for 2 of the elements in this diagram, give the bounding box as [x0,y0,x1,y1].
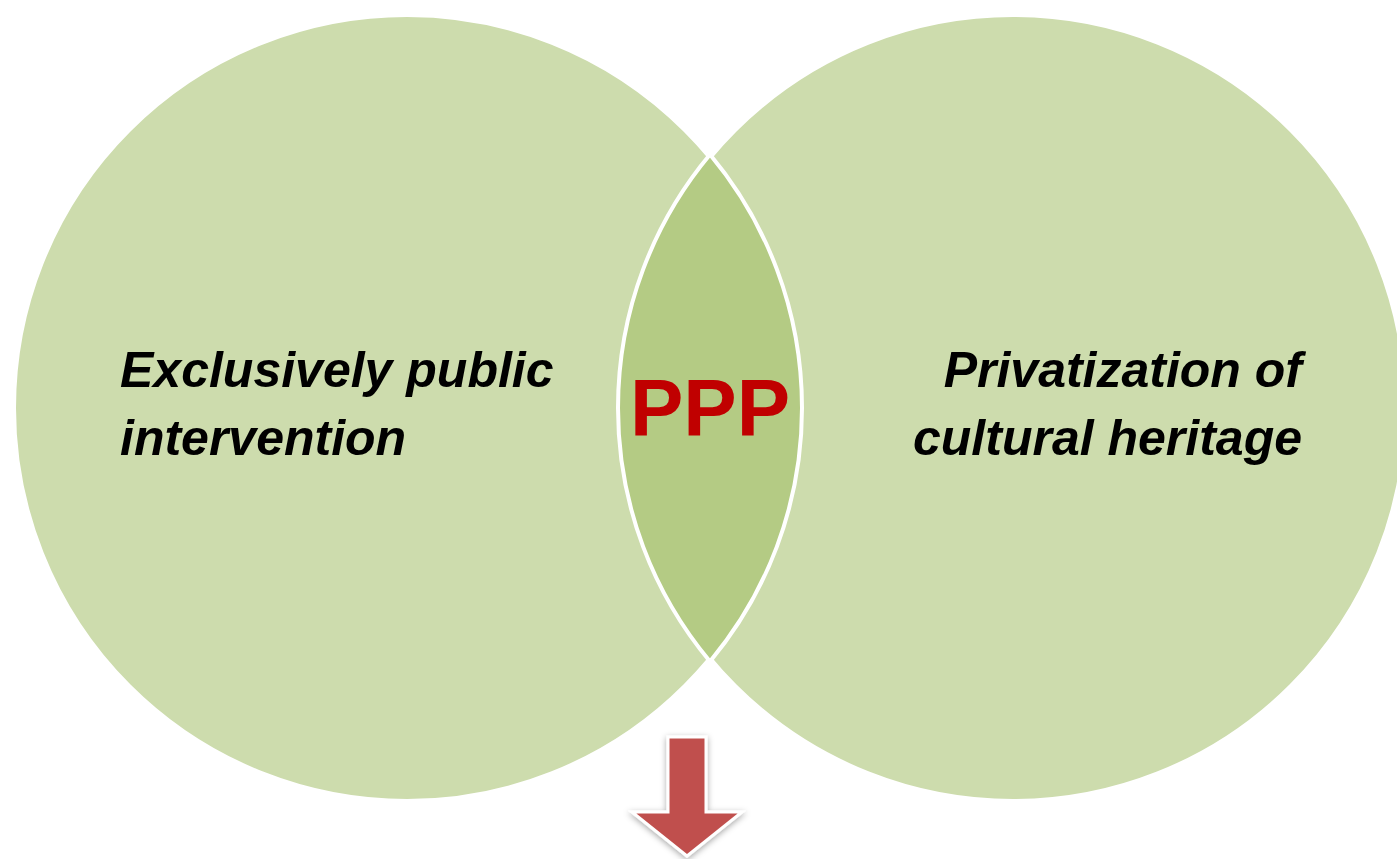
circle-label: Exclusively public intervention [120,341,555,468]
overlap-label: PPP [629,368,791,448]
